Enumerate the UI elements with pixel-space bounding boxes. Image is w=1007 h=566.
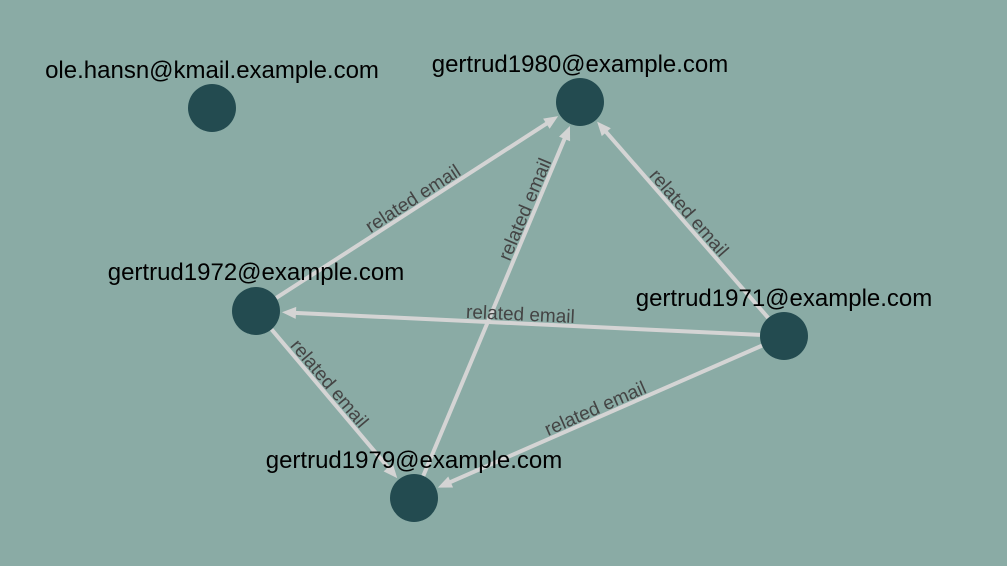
edge-g1971-g1972[interactable]: related email [281,302,761,337]
arrowhead-icon [543,116,559,129]
node-circle[interactable] [390,474,438,522]
node-ole[interactable]: ole.hansn@kmail.example.com [45,57,379,132]
node-label: gertrud1971@example.com [636,285,933,312]
node-label: ole.hansn@kmail.example.com [45,57,379,84]
arrowhead-icon [437,476,454,488]
node-circle[interactable] [232,287,280,335]
edge-line[interactable] [291,310,761,337]
node-circle[interactable] [556,78,604,126]
edge-line[interactable] [602,127,770,320]
edge-label: related email [542,378,650,441]
arrowhead-icon [597,121,611,137]
node-g1980[interactable]: gertrud1980@example.com [432,51,729,126]
node-g1979[interactable]: gertrud1979@example.com [266,447,563,522]
node-circle[interactable] [188,84,236,132]
edge-label: related email [495,155,556,263]
arrowhead-icon [281,306,297,319]
edge-label: related email [362,161,465,238]
edge-label: related email [645,166,732,262]
edge-line[interactable] [269,328,393,472]
node-label: gertrud1980@example.com [432,51,729,78]
edge-label: related email [286,336,372,433]
node-g1971[interactable]: gertrud1971@example.com [636,285,933,360]
node-label: gertrud1972@example.com [108,259,405,286]
nodes-layer: ole.hansn@kmail.example.com gertrud1980@e… [45,51,932,522]
arrowhead-icon [559,125,571,142]
edge-label: related email [466,302,576,328]
arrowhead-icon [383,463,398,479]
node-label: gertrud1979@example.com [266,447,563,474]
node-circle[interactable] [760,312,808,360]
edge-line[interactable] [446,343,763,486]
node-g1972[interactable]: gertrud1972@example.com [108,259,405,335]
edge-line[interactable] [275,119,551,300]
edge-line[interactable] [421,134,568,477]
